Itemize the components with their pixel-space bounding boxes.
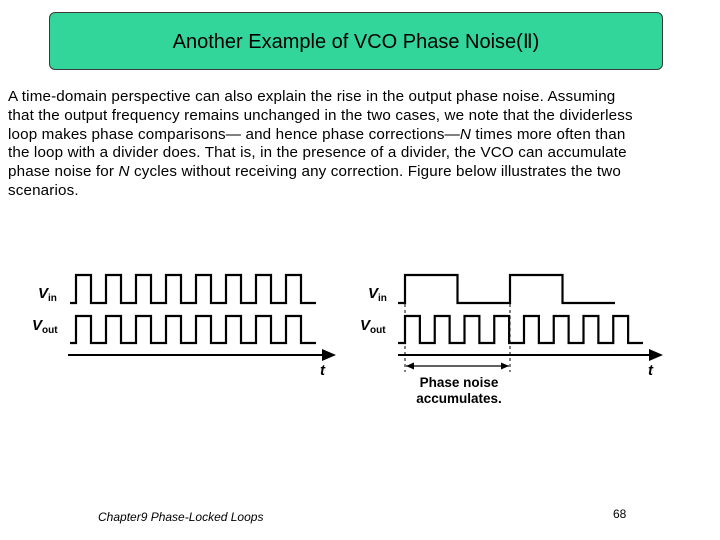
body-line: that the output frequency remains unchan… xyxy=(8,106,633,124)
left-diagram: Vin Vout t xyxy=(32,273,336,379)
left-axis-arrow xyxy=(322,349,336,361)
body-line: scenarios. xyxy=(8,181,79,199)
body-line: phase noise for N cycles without receivi… xyxy=(8,163,622,181)
left-vout-waveform xyxy=(70,314,316,345)
footer-chapter: Chapter9 Phase-Locked Loops xyxy=(98,510,264,524)
right-vin-trace xyxy=(398,273,615,305)
left-t-label: t xyxy=(320,362,326,379)
left-vin-trace xyxy=(70,273,316,305)
annotation-line2: accumulates. xyxy=(416,391,502,406)
annotation-line1: Phase noise xyxy=(420,375,499,390)
left-vout-trace xyxy=(70,314,316,345)
title-box: Another Example of VCO Phase Noise(Ⅱ) xyxy=(49,12,663,70)
right-vout-waveform xyxy=(398,314,643,345)
right-t-label: t xyxy=(648,362,654,379)
right-vin-label: Vin xyxy=(368,285,387,304)
right-diagram: Vin Vout t Phase noise accumulates. xyxy=(360,273,663,406)
body-line: A time-domain perspective can also expla… xyxy=(8,88,616,105)
interval-arrow-head-left xyxy=(406,362,414,370)
right-axis-arrow xyxy=(649,349,663,361)
right-vout-trace xyxy=(398,314,643,345)
body-paragraph: A time-domain perspective can also expla… xyxy=(8,88,712,201)
interval-arrow-head-right xyxy=(501,362,509,370)
body-line: loop makes phase comparisons— and hence … xyxy=(8,125,626,143)
slide-title: Another Example of VCO Phase Noise(Ⅱ) xyxy=(172,30,540,53)
page-number: 68 xyxy=(613,507,627,521)
right-vin-waveform xyxy=(398,273,615,305)
left-vin-waveform xyxy=(70,273,316,305)
right-vout-label: Vout xyxy=(360,317,386,336)
left-vout-label: Vout xyxy=(32,317,58,336)
body-line: the loop with a divider does. That is, i… xyxy=(8,144,627,162)
left-vin-label: Vin xyxy=(38,285,57,304)
